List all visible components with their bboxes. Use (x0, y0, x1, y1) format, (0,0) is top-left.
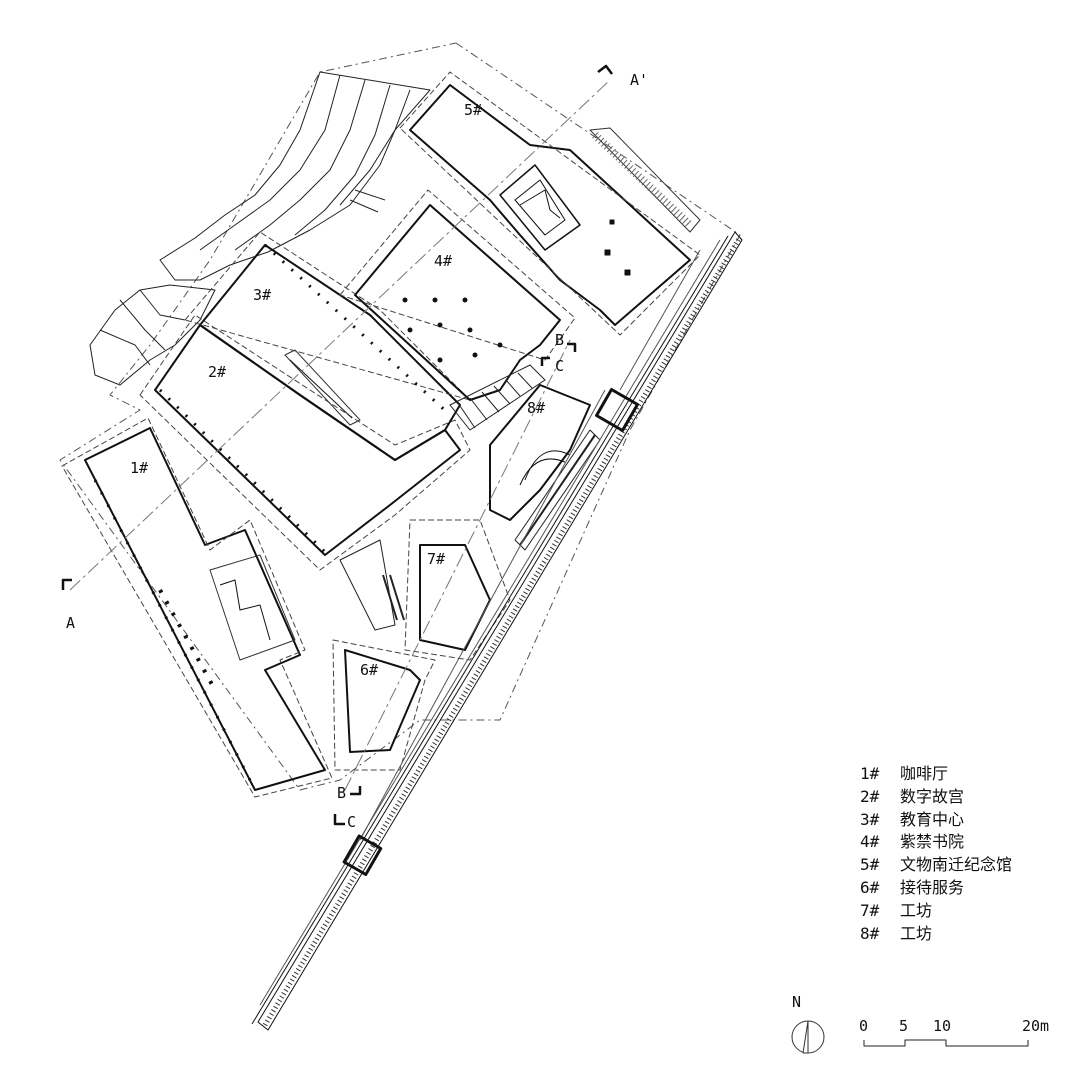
scale-label-20m: 20m (1022, 1017, 1050, 1035)
legend: 1#咖啡厅 2#数字故宫 3#教育中心 4#紫禁书院 5#文物南迁纪念馆 6#接… (860, 763, 1070, 945)
scale-label-0: 0 (859, 1017, 869, 1035)
legend-item: 5#文物南迁纪念馆 (860, 855, 1013, 875)
section-line-b (344, 339, 571, 791)
section-label-b-top: B (555, 331, 565, 349)
building-label-7: 7# (427, 550, 446, 568)
building-label-3: 3# (253, 286, 272, 304)
building-5 (399, 71, 701, 336)
terraced-landscape (89, 71, 431, 386)
section-label-c-bottom: C (347, 813, 357, 831)
building-label-5: 5# (464, 101, 483, 119)
legend-item: 3#教育中心 (860, 809, 965, 829)
north-label: N (792, 993, 802, 1011)
building-4 (339, 189, 576, 401)
legend-item: 1#咖啡厅 (860, 764, 949, 783)
building-label-4: 4# (434, 252, 453, 270)
scale-label-5: 5 (899, 1017, 909, 1035)
building-label-2: 2# (208, 363, 227, 381)
building-label-8: 8# (527, 399, 546, 417)
section-label-a: A (66, 614, 76, 632)
building-3 (184, 231, 471, 461)
walkway (251, 231, 743, 1031)
section-markers (61, 64, 613, 826)
building-2 (139, 314, 471, 571)
legend-item: 8#工坊 (860, 923, 933, 943)
building-label-6: 6# (360, 661, 379, 679)
section-label-a-prime: A' (630, 71, 649, 89)
legend-item: 4#紫禁书院 (860, 832, 965, 852)
section-line-a (69, 79, 611, 591)
scale-label-10: 10 (933, 1017, 952, 1035)
building-label-1: 1# (130, 459, 149, 477)
building-1 (61, 417, 333, 798)
section-label-b-bottom: B (337, 784, 347, 802)
legend-item: 2#数字故宫 (860, 786, 965, 806)
scale-bar (863, 1039, 1029, 1047)
legend-item: 7#工坊 (860, 900, 933, 920)
section-label-c-top: C (555, 357, 565, 375)
stairs (339, 364, 601, 631)
north-arrow-icon (791, 1020, 825, 1054)
building-8 (489, 384, 591, 521)
legend-item: 6#接待服务 (860, 877, 965, 897)
building-6 (332, 639, 436, 771)
